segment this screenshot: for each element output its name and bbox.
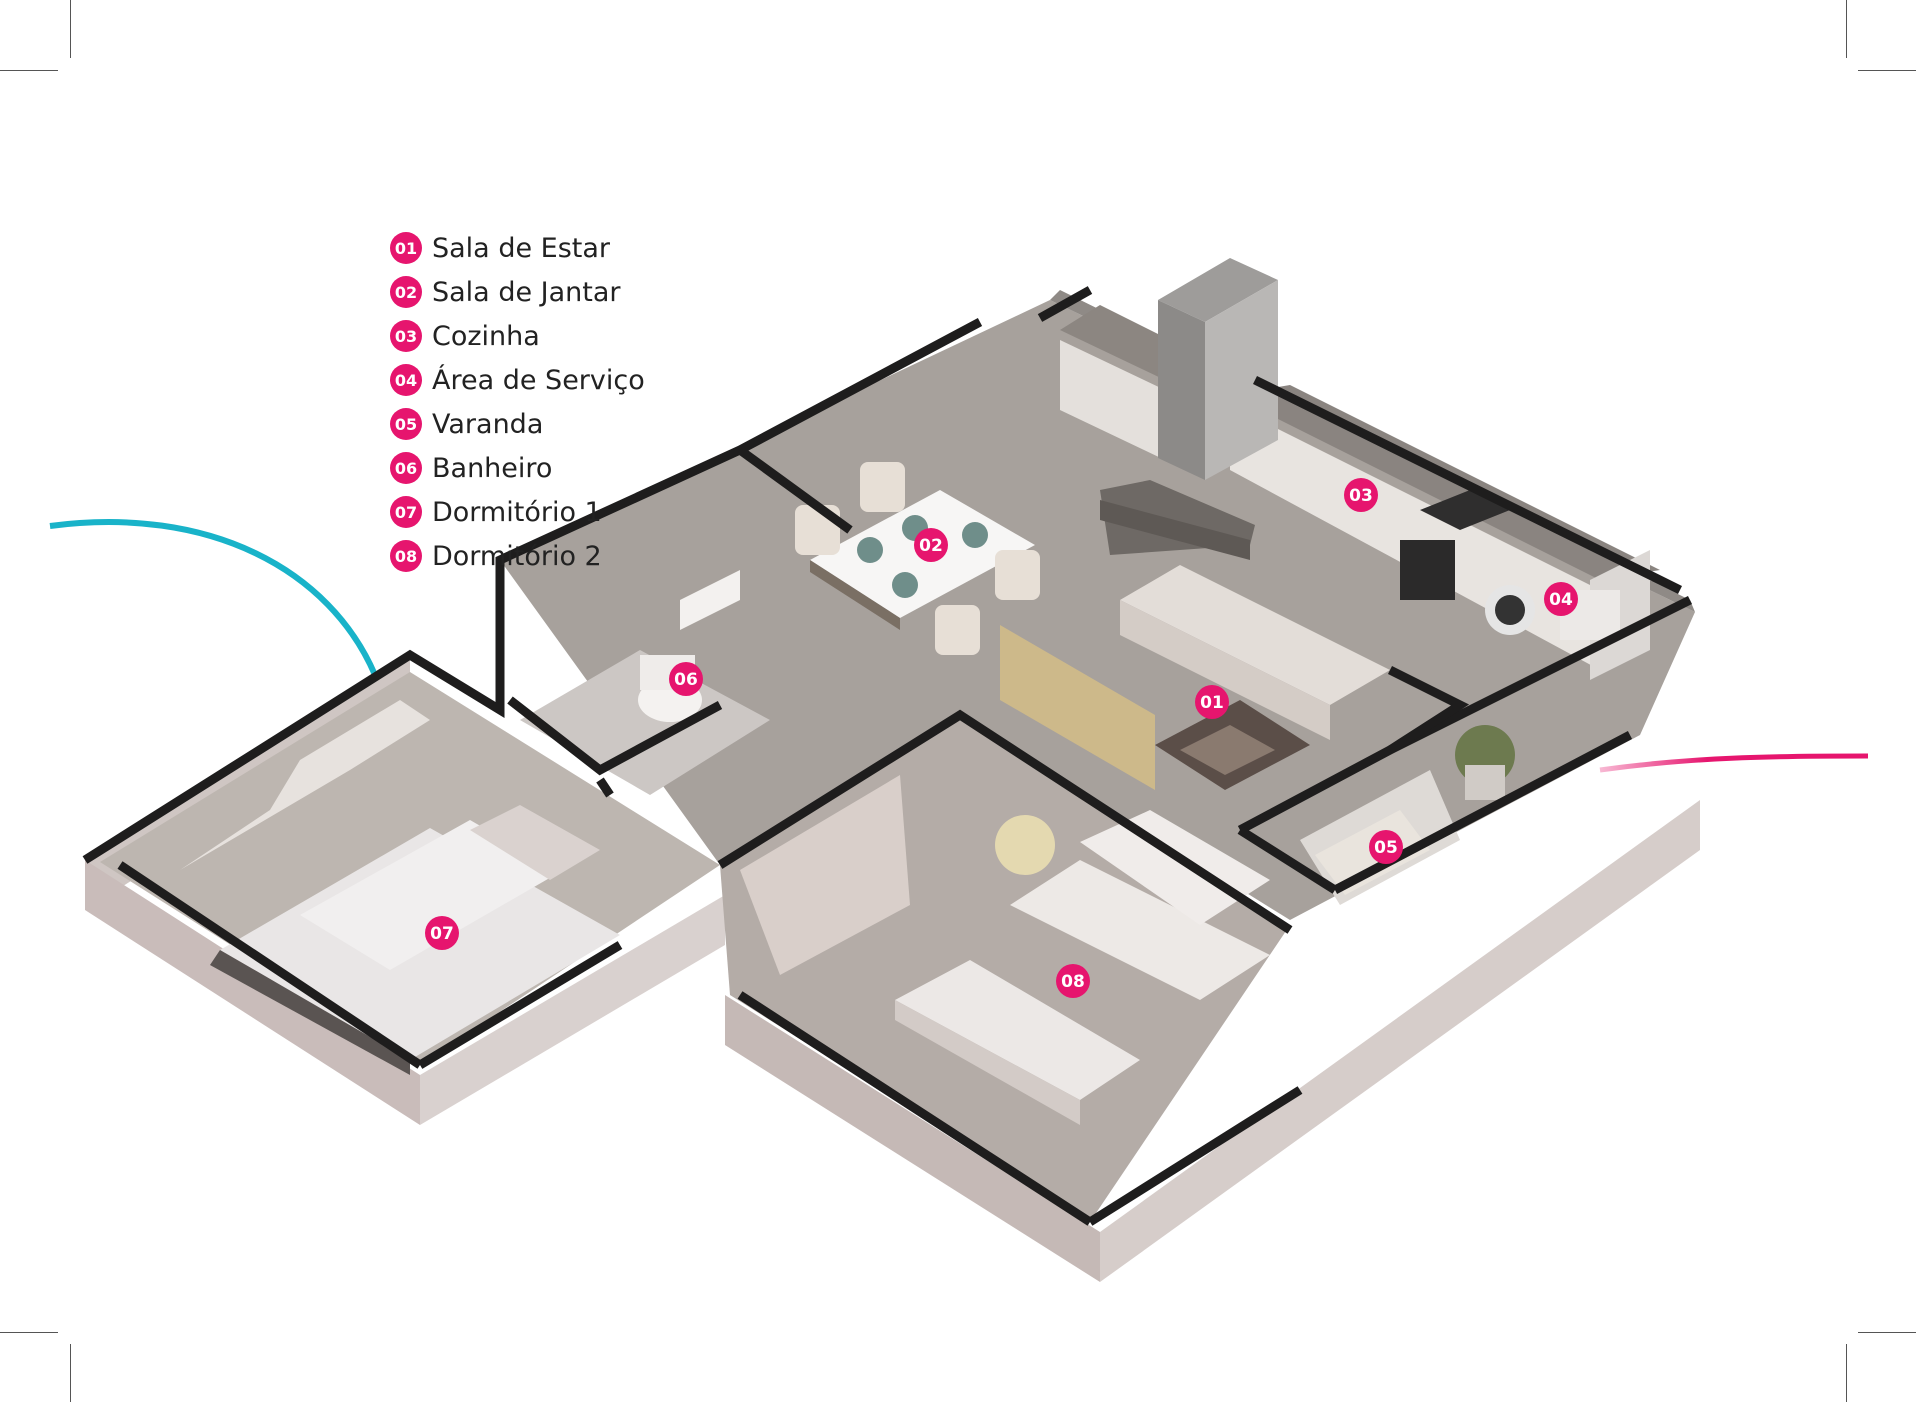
room-marker-02: 02	[914, 528, 948, 562]
svg-text:05: 05	[1374, 838, 1398, 858]
legend-item: 05 Varanda	[390, 402, 645, 446]
living-area	[1000, 565, 1390, 790]
room-marker-03: 03	[1344, 478, 1378, 512]
legend-number-badge: 01	[390, 232, 422, 264]
crop-mark	[1846, 0, 1847, 58]
crop-mark	[1858, 70, 1916, 71]
legend-label: Área de Serviço	[432, 364, 645, 396]
exterior-walls	[85, 655, 1700, 1282]
room-marker-01: 01	[1195, 685, 1229, 719]
svg-text:03: 03	[1349, 486, 1373, 506]
legend-label: Varanda	[432, 408, 544, 440]
legend-item: 01 Sala de Estar	[390, 226, 645, 270]
legend-number-badge: 05	[390, 408, 422, 440]
crop-mark	[70, 0, 71, 58]
legend-label: Dormitório 1	[432, 496, 602, 528]
crop-mark	[70, 1344, 71, 1402]
legend-number-badge: 07	[390, 496, 422, 528]
svg-text:02: 02	[919, 536, 943, 556]
room-marker-07: 07	[425, 916, 459, 950]
room-legend: 01 Sala de Estar 02 Sala de Jantar 03 Co…	[390, 226, 645, 578]
legend-label: Sala de Jantar	[432, 276, 621, 308]
decorative-curve-left	[49, 519, 378, 677]
legend-item: 04 Área de Serviço	[390, 358, 645, 402]
legend-number-badge: 03	[390, 320, 422, 352]
room-marker-04: 04	[1544, 582, 1578, 616]
refrigerator	[1158, 258, 1278, 480]
legend-item: 06 Banheiro	[390, 446, 645, 490]
svg-text:04: 04	[1549, 590, 1573, 610]
crop-mark	[1846, 1344, 1847, 1402]
svg-text:06: 06	[674, 670, 698, 690]
room-marker-06: 06	[669, 662, 703, 696]
legend-number-badge: 02	[390, 276, 422, 308]
legend-item: 07 Dormitório 1	[390, 490, 645, 534]
legend-label: Banheiro	[432, 452, 553, 484]
room-marker-08: 08	[1056, 964, 1090, 998]
decorative-curve-right	[1599, 753, 1869, 773]
bedroom-2	[740, 775, 1270, 1125]
legend-item: 08 Dormitório 2	[390, 534, 645, 578]
legend-number-badge: 08	[390, 540, 422, 572]
room-marker-05: 05	[1369, 830, 1403, 864]
crop-mark	[0, 1332, 58, 1333]
svg-text:08: 08	[1061, 972, 1085, 992]
crop-mark	[0, 70, 58, 71]
legend-label: Dormitório 2	[432, 540, 602, 572]
legend-label: Cozinha	[432, 320, 540, 352]
legend-item: 02 Sala de Jantar	[390, 270, 645, 314]
legend-label: Sala de Estar	[432, 232, 611, 264]
legend-number-badge: 06	[390, 452, 422, 484]
svg-text:07: 07	[430, 924, 454, 944]
crop-mark	[1858, 1332, 1916, 1333]
interior-walls	[82, 286, 1693, 1226]
legend-item: 03 Cozinha	[390, 314, 645, 358]
legend-number-badge: 04	[390, 364, 422, 396]
svg-text:01: 01	[1200, 693, 1224, 713]
